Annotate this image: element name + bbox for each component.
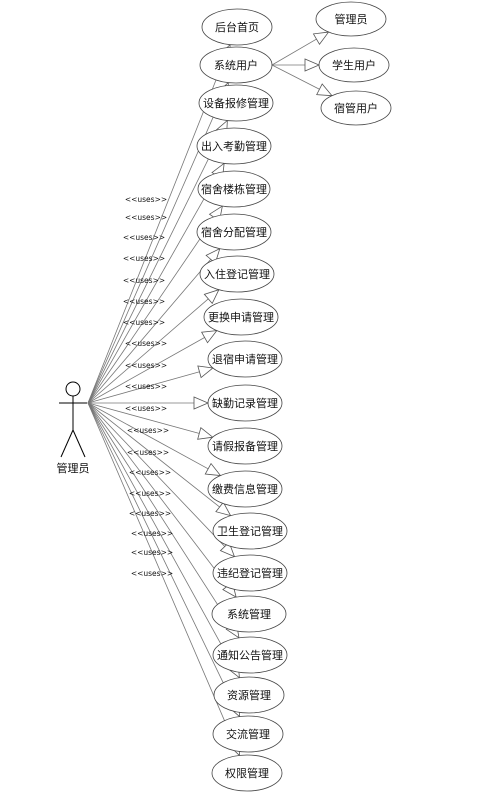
use-case-label: 缺勤记录管理 <box>212 396 278 410</box>
uses-edge <box>87 402 221 476</box>
use-case-ellipse <box>207 427 283 465</box>
use-case-ellipse <box>199 255 275 293</box>
use-case-label: 宿舍楼栋管理 <box>201 182 267 196</box>
use-case-label: 设备报修管理 <box>203 96 269 110</box>
use-case-ellipse <box>207 340 283 378</box>
use-case-ellipse <box>196 127 272 165</box>
use-case-ellipse <box>203 298 279 336</box>
uses-arrowhead <box>203 289 220 305</box>
uses-edge <box>87 248 221 404</box>
use-case-label: 通知公告管理 <box>217 648 283 662</box>
use-case-nodes: 后台首页系统用户设备报修管理出入考勤管理宿舍楼栋管理宿舍分配管理入住登记管理更换… <box>196 1 392 792</box>
generalisation-arrowhead <box>312 31 330 46</box>
use-case-label: 权限管理 <box>225 766 269 780</box>
sub-use-case-ellipse <box>320 90 392 126</box>
uses-stereotype-label: <<uses>> <box>131 569 173 578</box>
uses-labels: <<uses>> <<uses>> <<uses>> <<uses>> <<uses>>… <box>123 195 173 578</box>
use-case-label: 后台首页 <box>215 20 259 34</box>
use-case-ellipse <box>207 384 283 422</box>
uses-stereotype-label: <<uses>> <box>129 489 171 498</box>
uses-stereotype-label: <<uses>> <box>123 276 165 285</box>
uses-edge <box>87 163 225 404</box>
uses-edge <box>87 402 240 639</box>
uses-arrowhead <box>215 501 232 517</box>
uses-stereotype-label: <<uses>> <box>125 404 167 413</box>
uses-stereotype-label: <<uses>> <box>125 339 167 348</box>
use-case-label: 系统用户 <box>214 58 258 72</box>
use-case-label: 缴费信息管理 <box>212 482 278 496</box>
sub-use-case-label: 学生用户 <box>332 58 376 72</box>
uses-stereotype-label: <<uses>> <box>125 213 167 222</box>
uses-edge <box>87 367 214 404</box>
uses-arrowhead <box>197 365 214 379</box>
uses-stereotype-label: <<uses>> <box>127 426 169 435</box>
use-case-ellipse <box>212 636 288 674</box>
uses-edge <box>87 120 228 404</box>
uses-edge <box>87 402 237 598</box>
use-case-label: 交流管理 <box>226 727 270 741</box>
use-case-label: 更换申请管理 <box>208 310 274 324</box>
use-case-ellipse <box>207 470 283 508</box>
use-case-ellipse <box>212 715 284 753</box>
actor-leg-left <box>60 429 74 458</box>
use-case-ellipse <box>198 84 274 122</box>
uses-stereotype-label: <<uses>> <box>123 233 165 242</box>
use-case-label: 系统管理 <box>227 607 271 621</box>
uses-stereotype-label: <<uses>> <box>123 254 165 263</box>
actor-head <box>65 381 81 397</box>
uses-arrowhead <box>204 462 222 477</box>
use-case-label: 入住登记管理 <box>204 267 270 281</box>
uses-edge <box>87 402 235 557</box>
actor-admin: 管理员 <box>57 381 90 475</box>
uses-edge <box>87 330 217 404</box>
uses-edge <box>87 402 240 717</box>
actor-leg-right <box>72 429 86 458</box>
generalisation-arrowhead <box>316 83 333 97</box>
uses-stereotype-label: <<uses>> <box>123 297 165 306</box>
uses-arrowhead <box>200 330 218 344</box>
use-case-label: 宿舍分配管理 <box>201 225 267 239</box>
uses-stereotype-label: <<uses>> <box>131 548 173 557</box>
use-case-label: 请假报备管理 <box>212 439 278 453</box>
use-case-ellipse <box>201 8 273 46</box>
uses-arrowhead <box>193 396 210 410</box>
use-case-ellipse <box>196 213 272 251</box>
uses-stereotype-label: <<uses>> <box>127 448 169 457</box>
sub-use-case-ellipse <box>318 47 390 83</box>
uses-stereotype-label: <<uses>> <box>125 361 167 370</box>
uses-edge <box>87 402 231 516</box>
use-case-ellipse <box>212 512 288 550</box>
use-case-label: 出入考勤管理 <box>201 139 267 153</box>
uses-stereotype-label: <<uses>> <box>125 382 167 391</box>
uses-edge <box>87 402 213 438</box>
use-case-label: 退宿申请管理 <box>212 352 278 366</box>
uses-arrowhead <box>219 541 236 558</box>
use-case-ellipse <box>212 554 288 592</box>
use-case-ellipse <box>199 46 273 84</box>
uses-edge <box>87 402 240 678</box>
use-case-ellipse <box>211 595 287 633</box>
generalisation-arrowhead <box>304 58 321 72</box>
uses-stereotype-label: <<uses>> <box>131 529 173 538</box>
uses-stereotype-label: <<uses>> <box>129 468 171 477</box>
uses-arrowhead <box>197 426 214 440</box>
sub-use-case-label: 宿管用户 <box>334 101 378 115</box>
sub-use-case-ellipse <box>315 1 387 37</box>
use-case-ellipse <box>213 676 285 714</box>
use-case-label: 违纪登记管理 <box>217 566 283 580</box>
use-case-ellipse <box>197 170 271 208</box>
use-case-label: 资源管理 <box>227 688 271 702</box>
uses-stereotype-label: <<uses>> <box>123 318 165 327</box>
sub-use-case-label: 管理员 <box>335 12 368 26</box>
uses-stereotype-label: <<uses>> <box>125 195 167 204</box>
use-case-label: 卫生登记管理 <box>217 524 283 538</box>
uses-stereotype-label: <<uses>> <box>129 509 171 518</box>
uses-edge <box>87 289 220 404</box>
use-case-ellipse <box>211 754 283 792</box>
actor-label: 管理员 <box>57 461 90 475</box>
